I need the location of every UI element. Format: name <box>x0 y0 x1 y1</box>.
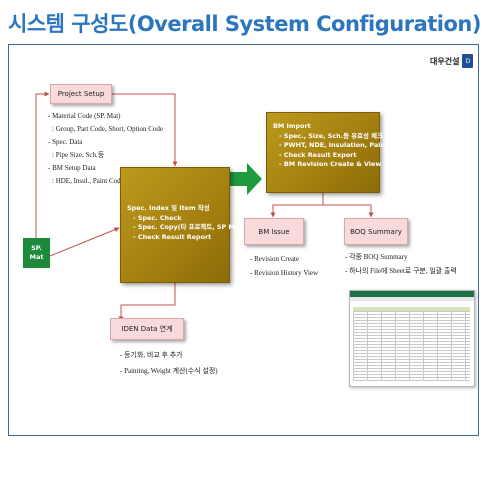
connector-project-setup-to-spec-index <box>112 93 178 167</box>
sp-mat-box: SP. Mat <box>23 238 50 268</box>
note-line: - Revision Create <box>250 255 299 263</box>
project-setup-box: Project Setup <box>50 84 112 104</box>
connector-spmat-to-project-setup <box>35 91 50 238</box>
iden-data-notes: - 등기화, 비교 후 추가 - Painting, Weight 계산(수식 … <box>120 347 218 379</box>
bm-issue-box: BM Issue <box>244 218 304 245</box>
sp-mat-line1: SP. <box>31 244 42 252</box>
boq-summary-label: BOQ Summary <box>350 227 402 236</box>
bm-import-title: BM Import <box>273 122 311 130</box>
project-setup-label: Project Setup <box>57 90 105 98</box>
note-line: - Spec. Data <box>48 138 83 146</box>
connector-spec-index-to-iden <box>118 283 176 322</box>
sheet-grid <box>353 311 470 381</box>
note-line: - 등기화, 비교 후 추가 <box>120 351 183 359</box>
company-logo: 대우건설 D <box>430 54 474 68</box>
sp-mat-line2: Mat <box>29 253 44 261</box>
connector-bm-import-split <box>272 193 372 216</box>
spreadsheet-thumbnail <box>349 290 475 387</box>
spec-index-title: Spec. Index 및 Item 작성 <box>127 204 210 212</box>
bm-issue-notes: - Revision Create - Revision History Vie… <box>250 252 318 280</box>
note-line: - BM Setup Data <box>48 164 96 172</box>
iden-data-label: IDEN Data 연계 <box>121 325 173 333</box>
note-line: - Material Code (SP. Mat) <box>48 112 121 120</box>
note-line: : Group, Part Code, Short, Option Code <box>52 125 164 133</box>
note-line: - Revision History View <box>250 269 319 277</box>
spec-index-box: Spec. Index 및 Item 작성 - Spec. Check - Sp… <box>120 167 246 283</box>
boq-summary-notes: - 각종 BOQ Summary - 하나의 File에 Sheet로 구분, … <box>345 250 457 278</box>
note-line: - 각종 BOQ Summary <box>345 253 408 261</box>
flow-arrow-icon <box>229 163 262 195</box>
boq-summary-box: BOQ Summary <box>344 218 408 245</box>
sheet-ribbon <box>350 291 474 297</box>
page-title: 시스템 구성도(Overall System Configuration) <box>8 12 481 36</box>
note-line: - Painting, Weight 계산(수식 설정) <box>120 367 218 375</box>
spec-index-item: - Spec. Copy(타 프로젝트, SP Mat) <box>133 223 246 231</box>
bm-import-box: BM Import - Spec., Size, Sch.등 유효성 체크 - … <box>266 112 408 193</box>
connector-spmat-to-spec-index <box>49 227 120 257</box>
logo-mark-icon: D <box>462 54 474 68</box>
iden-data-box: IDEN Data 연계 <box>110 318 184 340</box>
bm-import-item: - BM Revision Create & View <box>279 160 382 168</box>
diagram-frame <box>8 44 479 436</box>
note-line: : HDE, Insul., Paint Code <box>52 177 124 185</box>
sheet-toolbar <box>350 297 474 301</box>
bm-issue-label: BM Issue <box>258 227 290 236</box>
logo-text: 대우건설 <box>430 56 460 66</box>
spec-index-item: - Check Result Report <box>133 232 212 241</box>
bm-import-item: - PWHT, NDE, Insulation, Paint Calc. <box>279 141 408 149</box>
note-line: - 하나의 File에 Sheet로 구분, 일괄 출력 <box>345 267 457 275</box>
bm-import-item: - Spec., Size, Sch.등 유효성 체크 <box>279 131 383 140</box>
spec-index-item: - Spec. Check <box>133 213 182 222</box>
note-line: : Pipe Size, Sch.등 <box>52 151 105 159</box>
sheet-header-row <box>353 307 470 311</box>
bm-import-item: - Check Result Export <box>279 150 357 159</box>
project-setup-notes: - Material Code (SP. Mat) : Group, Part … <box>48 110 163 188</box>
